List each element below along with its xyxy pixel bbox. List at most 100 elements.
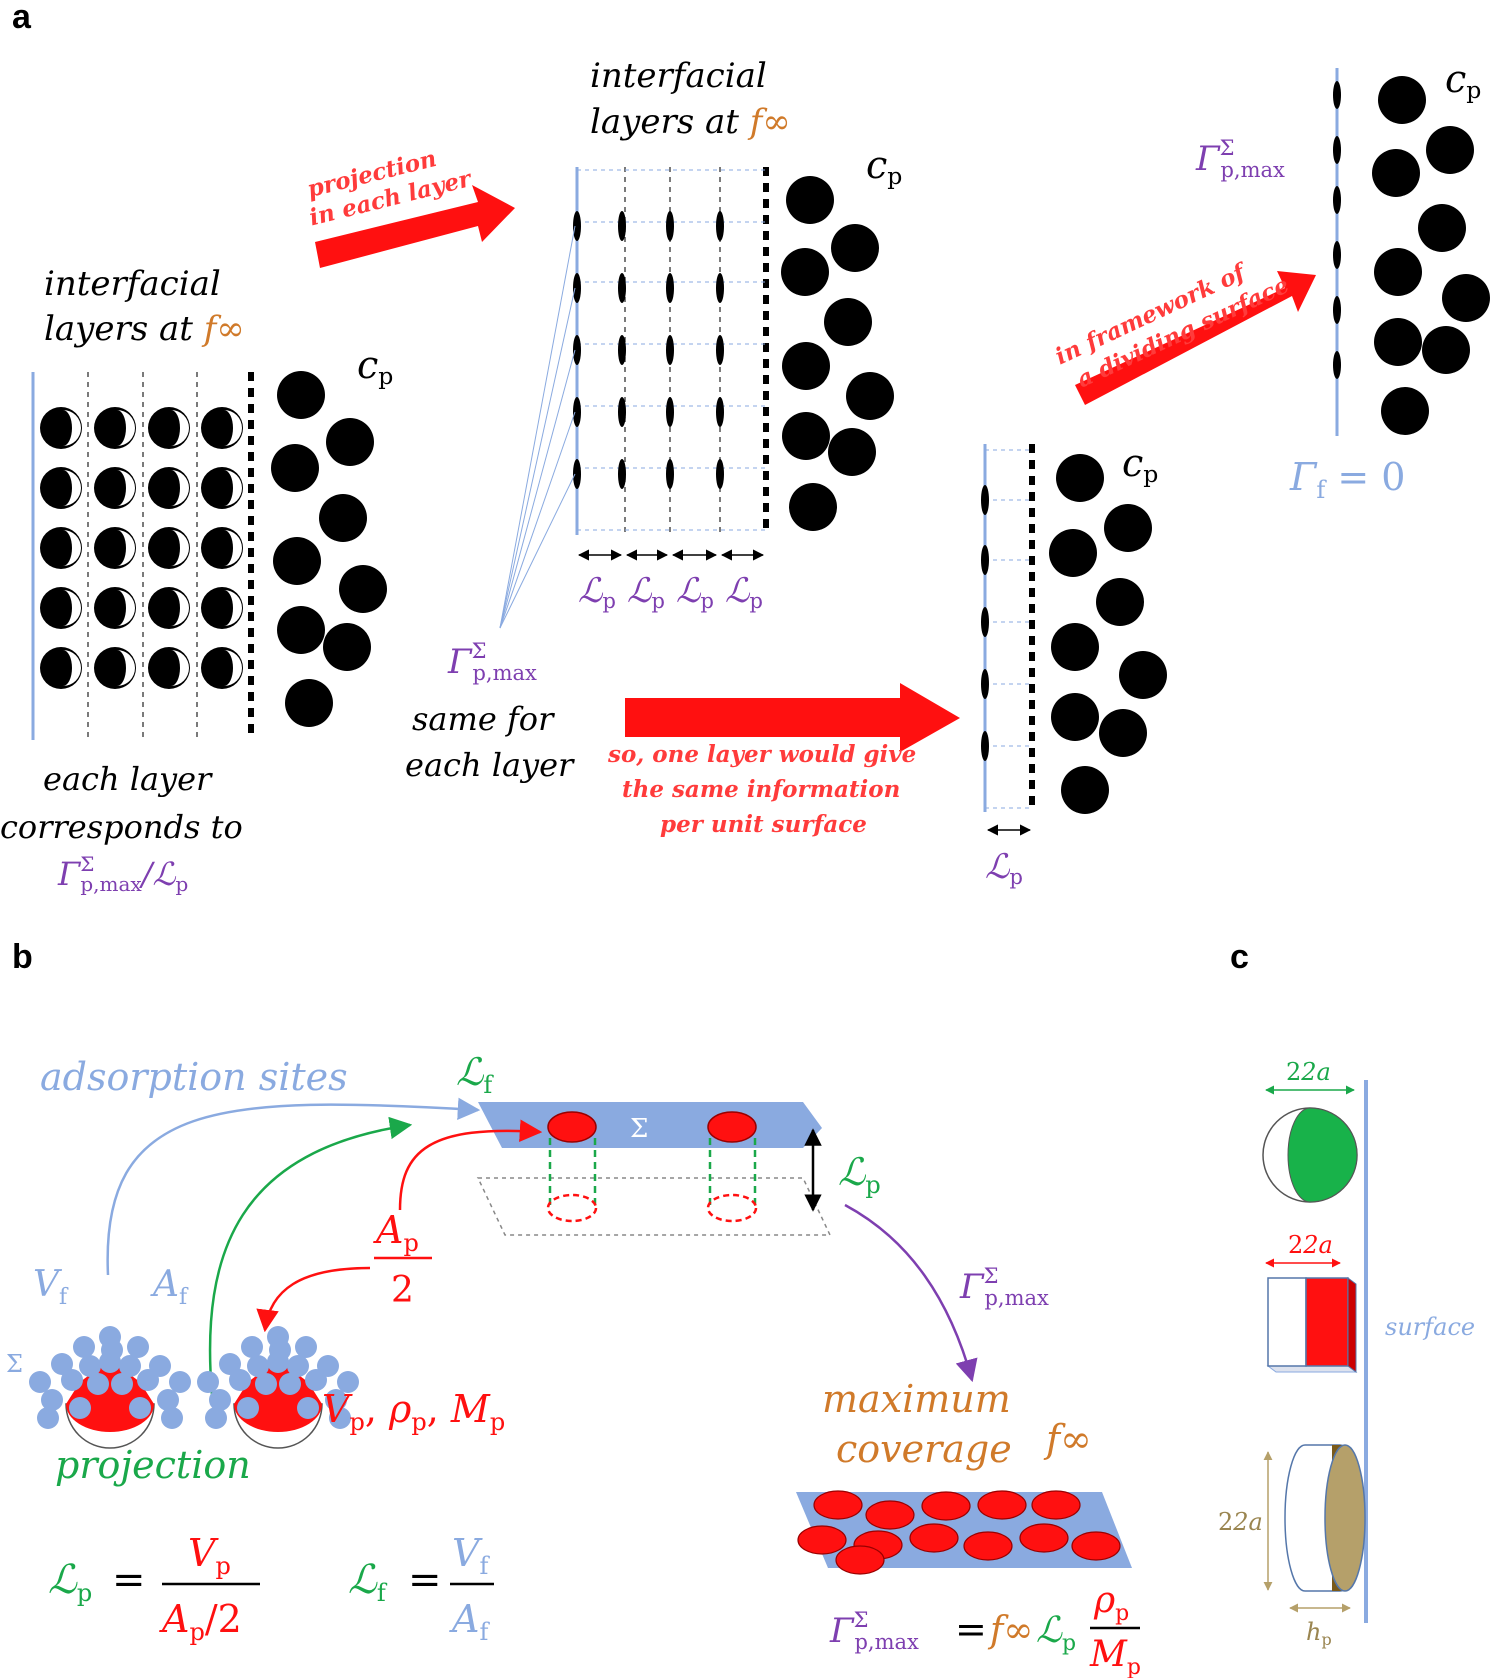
projection-arrow: [208, 1116, 413, 1396]
arrow-projection: [315, 185, 515, 268]
dividing-bulk-particles: [1372, 76, 1490, 435]
each-layer-line1: each layer: [43, 760, 213, 798]
svg-text:Vp: Vp: [188, 1531, 231, 1580]
projected-ellipse: [981, 669, 989, 699]
adsorbate-blob: [129, 1397, 151, 1419]
svg-text:the same information: the same information: [622, 776, 900, 803]
c-cuboid: 22a: [1265, 1231, 1358, 1373]
adsorbate-blob: [267, 1326, 289, 1348]
svg-text:2: 2: [391, 1270, 414, 1311]
coverage-particle: [1071, 1531, 1121, 1561]
svg-text:ℒp: ℒp: [578, 571, 616, 613]
adsorbate-blob: [297, 1397, 319, 1419]
half-moon-particle: [148, 467, 190, 509]
bulk-particle: [1104, 504, 1152, 552]
adsorbate-blob: [329, 1407, 351, 1429]
mid-cp-label: cp: [866, 143, 902, 190]
svg-text:ρp: ρp: [1093, 1580, 1129, 1626]
adsorbate-blob: [209, 1389, 231, 1411]
projected-ellipse: [666, 335, 674, 365]
adsorbate-blob: [69, 1397, 91, 1419]
left-title-line2: layers at f∞: [44, 309, 245, 349]
bulk-particle: [323, 623, 371, 671]
bulk-particle: [1099, 709, 1147, 757]
max-coverage-line1: maximum: [822, 1377, 1011, 1421]
vp-rho-mp-label: Vp, ρp, Mp: [322, 1387, 505, 1436]
dividing-ellipse: [1333, 136, 1341, 164]
bulk-particle: [846, 372, 894, 420]
gamma-f-zero-label: Γf = 0: [1289, 455, 1405, 504]
arrow-one-layer-label: so, one layer would give the same inform…: [607, 741, 916, 838]
projected-ellipse: [666, 211, 674, 241]
projected-ellipse: [573, 397, 581, 427]
fan-line: [499, 225, 576, 629]
b-Lf-label: ℒf: [456, 1050, 494, 1099]
max-coverage-line2: coverage: [836, 1427, 1012, 1471]
svg-text:Ap: Ap: [373, 1208, 419, 1257]
adsorbate-blob: [37, 1407, 59, 1429]
coverage-particles: [797, 1490, 1121, 1575]
projected-ellipse: [716, 211, 724, 241]
half-moon-particle: [148, 407, 190, 449]
single-layer-bulk-particles: [1049, 454, 1167, 814]
projected-ellipse: [618, 273, 626, 303]
projected-ellipse: [716, 459, 724, 489]
half-moon-particle: [201, 467, 243, 509]
left-dashed-dividers: [87, 372, 198, 740]
coverage-particle: [797, 1525, 847, 1555]
left-half-moon-particles: [40, 407, 243, 689]
arrow-one-layer: [625, 683, 960, 752]
coverage-particle: [1031, 1490, 1081, 1520]
adsorbate-blob: [205, 1407, 227, 1429]
projected-ellipse: [618, 397, 626, 427]
projected-ellipse: [981, 731, 989, 761]
adsorbate-blob: [127, 1336, 149, 1358]
projected-particle-1: [546, 1111, 598, 1223]
adsorbate-blob: [255, 1373, 277, 1395]
dividing-ellipse: [1333, 186, 1341, 214]
svg-text:22a: 22a: [1286, 1058, 1331, 1086]
bulk-particle: [1378, 76, 1426, 124]
coverage-particle: [977, 1490, 1027, 1520]
coverage-particle: [963, 1531, 1013, 1561]
same-for-line2: each layer: [405, 746, 575, 784]
half-moon-particle: [40, 587, 82, 629]
adsorbate-blob: [51, 1353, 73, 1375]
arrow-dividing-surface-label: in framework of a dividing surface: [1051, 257, 1293, 393]
svg-text:Mp: Mp: [1089, 1634, 1141, 1678]
svg-text:f∞: f∞: [987, 1610, 1033, 1651]
mid-gamma-fan-lines: [499, 225, 576, 629]
bulk-particle: [782, 342, 830, 390]
bulk-particle: [789, 483, 837, 531]
bulk-particle: [1049, 529, 1097, 577]
half-moon-particle: [40, 407, 82, 449]
bulk-particle: [1051, 693, 1099, 741]
adsorbate-blob: [337, 1371, 359, 1393]
adsorbate-blob: [295, 1336, 317, 1358]
panel-label-b: b: [12, 938, 33, 976]
projected-ellipse: [573, 459, 581, 489]
half-moon-particle: [94, 407, 136, 449]
adsorbate-blob: [119, 1355, 141, 1377]
bulk-particle: [781, 248, 829, 296]
bulk-particle: [273, 537, 321, 585]
adsorbate-blob: [247, 1355, 269, 1377]
adsorbate-blob: [87, 1373, 109, 1395]
bulk-particle: [1096, 578, 1144, 626]
plane-sigma-label: Σ: [630, 1114, 648, 1144]
max-coverage-finf: f∞: [1043, 1417, 1092, 1461]
bulk-particle: [339, 565, 387, 613]
adsorbate-blob: [61, 1369, 83, 1391]
coverage-particle: [835, 1545, 885, 1575]
bulk-particle: [786, 176, 834, 224]
mid-Lp-labels: ℒp ℒp ℒp ℒp: [578, 571, 763, 613]
Vf-label: Vf: [33, 1264, 69, 1310]
bulk-particle: [1374, 248, 1422, 296]
single-cp-label: cp: [1122, 441, 1158, 488]
bulk-particle: [828, 428, 876, 476]
projected-ellipse: [573, 335, 581, 365]
bulk-particle: [326, 418, 374, 466]
particle-cluster-left: [29, 1326, 191, 1449]
adsorbate-blob: [149, 1355, 171, 1377]
adsorption-sites-arrow: [106, 1097, 481, 1276]
